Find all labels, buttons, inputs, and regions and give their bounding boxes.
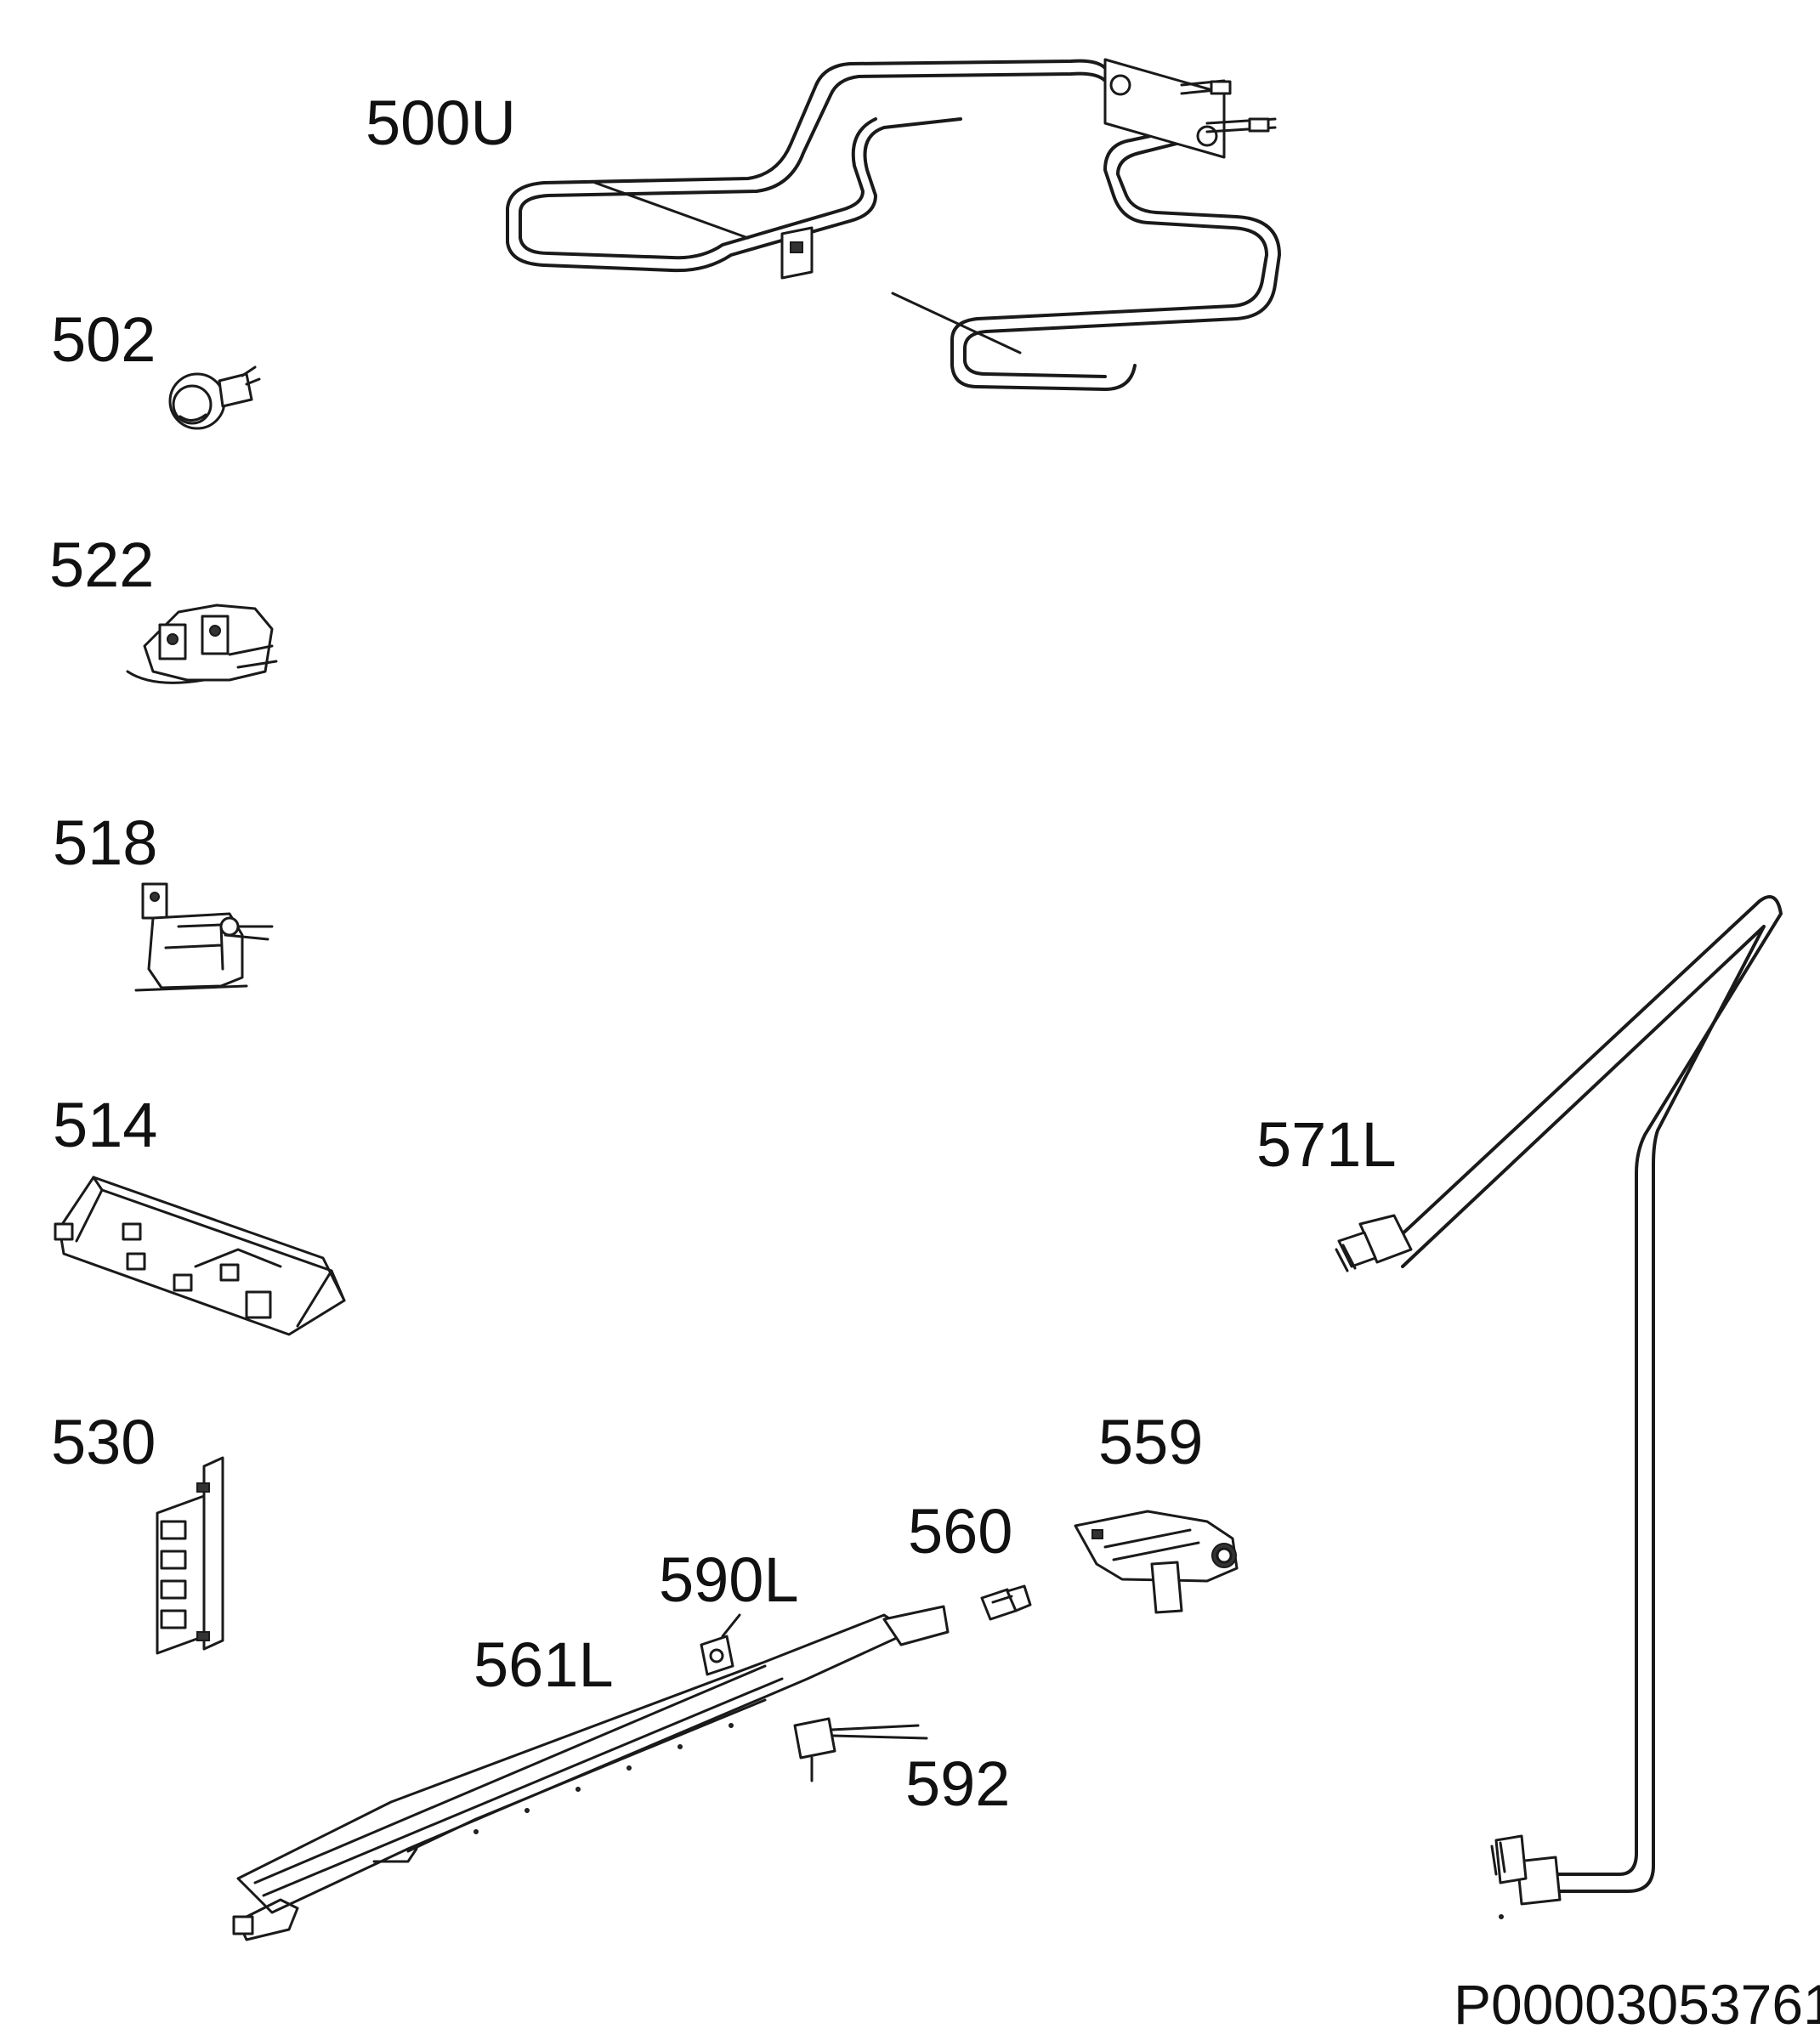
heating-element-500u (506, 58, 1281, 391)
gas-valve-559 (1074, 1510, 1239, 1614)
reference-code: P00003053761 (1454, 1973, 1820, 2036)
label-514: 514 (53, 1090, 158, 1160)
label-571l: 571L (1256, 1109, 1397, 1180)
label-530: 530 (51, 1407, 156, 1477)
label-590l: 590L (659, 1544, 799, 1615)
label-522: 522 (49, 530, 155, 600)
thermostat-502 (168, 366, 261, 430)
label-559: 559 (1098, 1407, 1204, 1477)
label-518: 518 (53, 808, 158, 878)
electrode-592 (793, 1717, 928, 1782)
label-560: 560 (908, 1496, 1013, 1567)
terminal-block-530 (156, 1456, 224, 1655)
fitting-560 (980, 1584, 1032, 1621)
switch-518 (134, 882, 274, 992)
label-561l: 561L (473, 1629, 614, 1700)
stray-dot (1499, 1914, 1504, 1919)
switch-522 (126, 604, 278, 684)
thermocouple-590l (700, 1613, 741, 1676)
gas-pipe-571l (1335, 895, 1783, 1906)
ignition-module-514 (54, 1176, 346, 1336)
label-502: 502 (51, 304, 156, 375)
burner-561l (232, 1605, 950, 1941)
label-592: 592 (905, 1748, 1011, 1819)
label-500u: 500U (366, 88, 516, 158)
